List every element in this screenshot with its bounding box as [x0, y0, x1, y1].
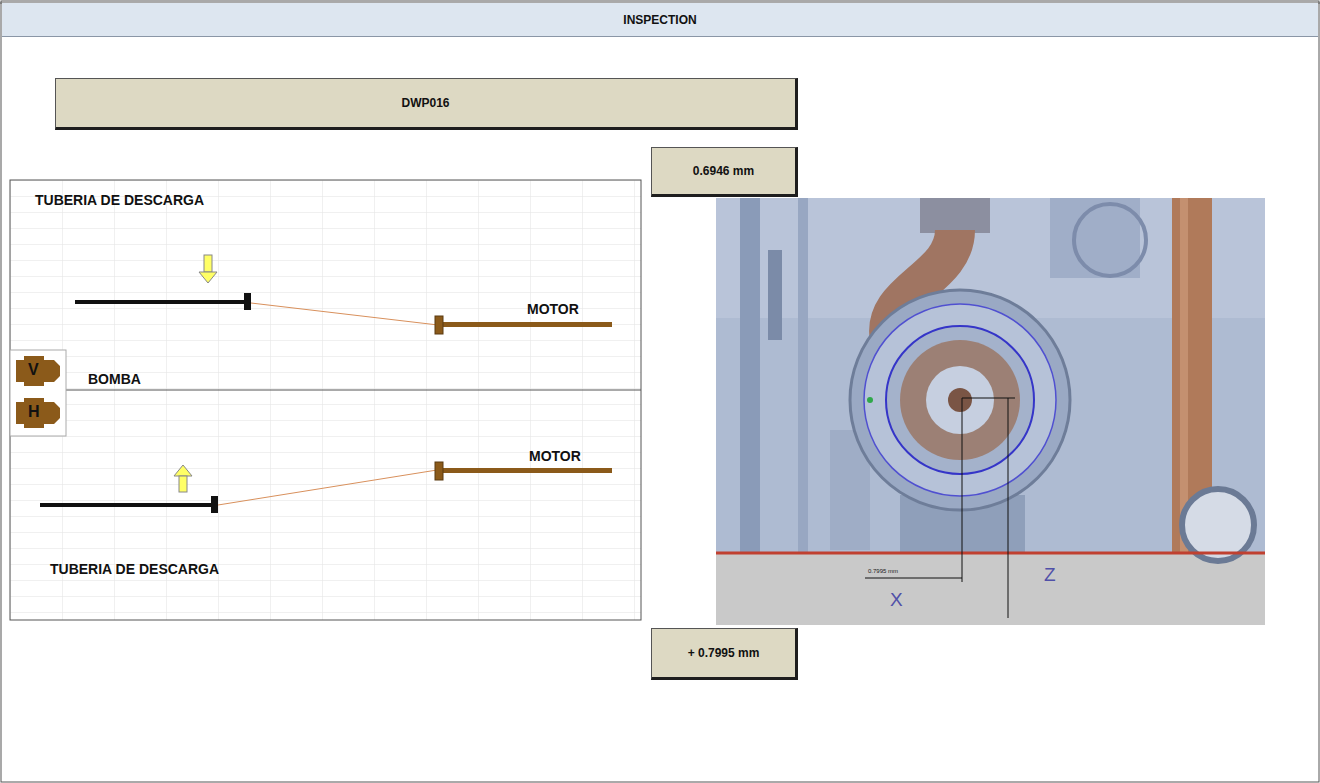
pipe-label: TUBERIA DE DESCARGA	[50, 562, 219, 577]
motor-label: MOTOR	[529, 449, 581, 464]
view-letter: V	[28, 361, 39, 379]
pipe-shaft	[40, 503, 215, 507]
motor-shaft	[438, 322, 612, 327]
measurement-box: + 0.7995 mm	[651, 628, 798, 680]
motor-shaft	[438, 468, 612, 473]
arrow-down	[204, 255, 212, 272]
motor-cap	[435, 316, 443, 334]
axis-label: Z	[1044, 565, 1056, 586]
axis-label: X	[890, 590, 903, 611]
shaft-cap	[211, 496, 218, 513]
misalignment-line	[251, 303, 438, 325]
scan-photo	[716, 198, 1265, 625]
shaft-cap	[244, 293, 251, 310]
v-icon-shape	[16, 356, 60, 386]
pump-label: BOMBA	[88, 372, 141, 387]
view-letter: H	[28, 403, 40, 421]
dimension-label: 0.7995 mm	[868, 568, 898, 575]
equipment-id-box: DWP016	[55, 78, 798, 130]
motor-cap	[435, 462, 443, 480]
alignment-panel	[10, 180, 641, 620]
motor-label: MOTOR	[527, 302, 579, 317]
measurement-box: 0.6946 mm	[651, 147, 798, 197]
box-text: DWP016	[401, 96, 449, 110]
view-icon	[10, 350, 66, 436]
box-text: + 0.7995 mm	[688, 646, 760, 660]
title-text: INSPECTION	[623, 13, 696, 27]
h-icon-shape	[16, 398, 60, 428]
misalignment-line	[218, 470, 437, 505]
pipe-shaft	[75, 300, 248, 304]
box-text: 0.6946 mm	[693, 164, 754, 178]
divider-line	[66, 390, 641, 391]
arrow-up	[174, 465, 192, 476]
title-band: INSPECTION	[2, 3, 1318, 37]
pipe-label: TUBERIA DE DESCARGA	[35, 193, 204, 208]
